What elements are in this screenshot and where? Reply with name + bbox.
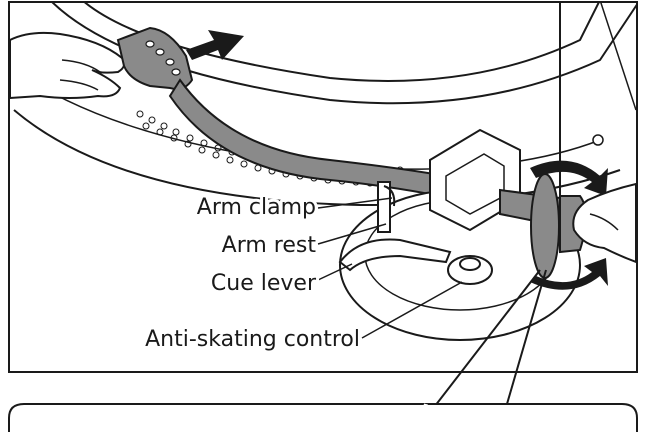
leader-arm-clamp: [317, 197, 393, 209]
illustration-contents: Arm clamp Arm rest Cue lever Anti-skatin…: [10, 3, 636, 355]
right-hand: [572, 182, 636, 264]
arrow-right-icon: [186, 30, 244, 60]
leader-anti-skating: [361, 281, 463, 339]
platter-inner-ring: [84, 3, 600, 82]
arm-clamp-hook: [383, 185, 396, 207]
headshell-holes: [145, 40, 181, 76]
callout-line-right: [499, 269, 547, 429]
callout-line-left: [417, 269, 541, 429]
label-arm-rest: Arm rest: [222, 233, 317, 258]
deck-screw: [592, 134, 604, 146]
arm-rest-post: [377, 181, 391, 233]
cue-lever: [338, 238, 452, 272]
leader-arm-rest: [317, 223, 387, 245]
deck-edge-right: [600, 3, 636, 111]
callout-line-left-over: [416, 403, 428, 432]
label-cue-lever: Cue lever: [211, 271, 317, 296]
left-hand: [10, 31, 126, 100]
anti-skating-knob-top: [459, 257, 481, 271]
left-hand-finger-lines: [59, 59, 101, 91]
counterweight-ring: [530, 173, 560, 279]
right-hand-finger-line: [589, 213, 619, 231]
callout-panel: [8, 403, 638, 432]
leader-cue-lever: [317, 263, 353, 281]
label-arm-clamp: Arm clamp: [197, 195, 316, 220]
label-anti-skating: Anti-skating control: [145, 327, 360, 352]
platter-outer-ring: [51, 3, 636, 105]
rotate-arrows-icon: [530, 160, 608, 290]
